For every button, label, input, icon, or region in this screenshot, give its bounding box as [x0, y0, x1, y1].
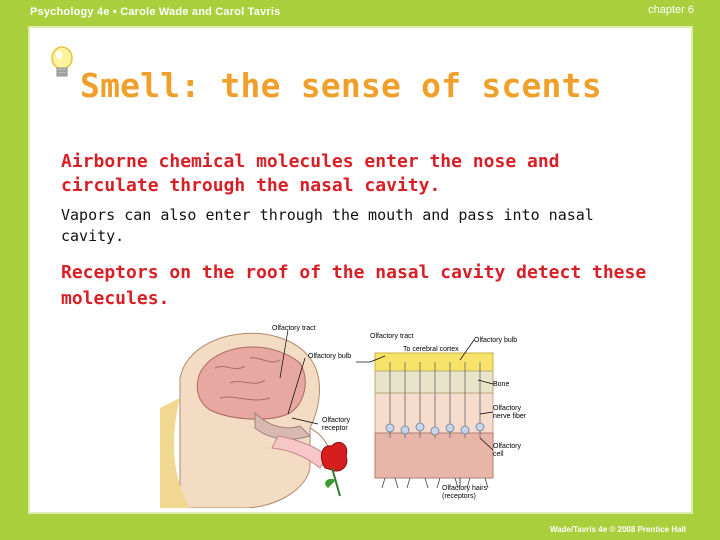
bullet-1: Airborne chemical molecules enter the no…	[61, 151, 560, 196]
olfactory-diagram: Olfactory tract Olfactory bulb Olfactory…	[160, 325, 527, 508]
top-bar: Psychology 4e • Carole Wade and Carol Ta…	[0, 0, 720, 26]
footer-credit: Wade/Tavris 4e © 2008 Prentice Hall	[549, 525, 686, 534]
label-nerve-fiber-2: nerve fiber	[493, 413, 527, 420]
label-olfactory-receptor-left-2: receptor	[322, 425, 348, 432]
label-olfactory-hairs-1: Olfactory hairs	[442, 485, 488, 492]
label-to-cerebral-cortex: To cerebral cortex	[403, 346, 459, 353]
head-illustration	[160, 332, 332, 508]
rose-illustration	[321, 441, 348, 497]
lightbulb-icon	[51, 46, 73, 77]
label-olfactory-tract-left: Olfactory tract	[272, 325, 316, 332]
chapter-label: chapter 6	[648, 4, 694, 16]
label-olfactory-hairs-2: (receptors)	[442, 493, 476, 500]
label-olfactory-receptor-left-1: Olfactory	[322, 417, 351, 424]
slide-title: Smell: the sense of scents	[80, 66, 602, 105]
label-olfactory-bulb-left: Olfactory bulb	[308, 353, 351, 360]
label-bone: Bone	[493, 381, 509, 388]
bullet-2: Vapors can also enter through the mouth …	[61, 206, 594, 245]
label-olfactory-bulb-right: Olfactory bulb	[474, 337, 517, 344]
label-nerve-fiber-1: Olfactory	[493, 405, 522, 412]
bullet-3: Receptors on the roof of the nasal cavit…	[61, 262, 647, 309]
book-title: Psychology 4e • Carole Wade and Carol Ta…	[30, 6, 281, 18]
tissue-cross-section	[374, 352, 494, 489]
label-olfactory-cell-1: Olfactory	[493, 443, 522, 450]
label-olfactory-tract-right: Olfactory tract	[370, 333, 414, 340]
label-olfactory-cell-2: cell	[493, 451, 504, 458]
slide-panel	[28, 26, 693, 514]
